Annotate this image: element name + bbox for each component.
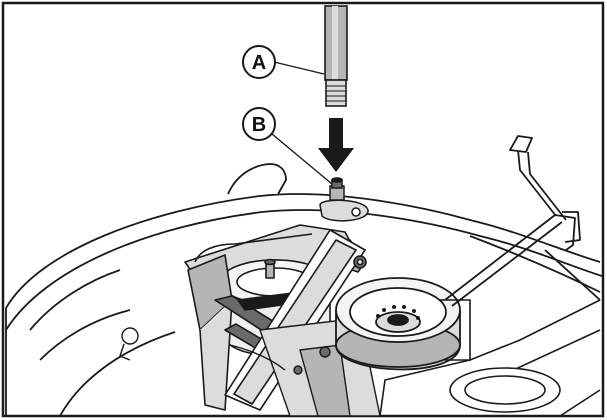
drive-pulley (335, 277, 461, 371)
chassis-rails (379, 299, 601, 417)
callout-a-label: A (252, 52, 266, 74)
callout-b-label: B (252, 114, 266, 136)
grease-gun-nozzle (324, 5, 348, 107)
down-arrow-icon (318, 118, 354, 172)
callout-a: A (242, 45, 325, 79)
callout-b-leader (271, 133, 333, 185)
deck-knob-icon (119, 327, 139, 361)
control-rod (444, 135, 581, 307)
callout-b: B (242, 107, 333, 185)
grease-fitting (319, 177, 369, 222)
callout-a-circle (242, 45, 276, 79)
callout-b-circle (242, 107, 276, 141)
callout-a-leader (273, 61, 325, 75)
